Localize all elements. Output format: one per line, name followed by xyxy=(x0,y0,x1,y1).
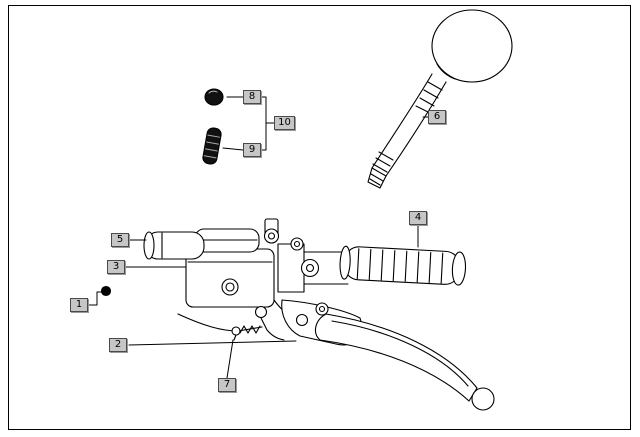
callout-2: 2 xyxy=(109,338,127,352)
callout-7: 7 xyxy=(218,378,236,392)
callout-8: 8 xyxy=(243,90,261,104)
callout-6: 6 xyxy=(428,110,446,124)
callout-10: 10 xyxy=(274,116,295,130)
handlebar-tube xyxy=(303,251,349,285)
callout-1: 1 xyxy=(70,298,88,312)
handlebar-grip xyxy=(339,245,467,286)
leader-lines xyxy=(87,96,429,379)
bar-clamp xyxy=(277,237,320,293)
callout-4: 4 xyxy=(409,211,427,225)
rubber-grommet xyxy=(204,88,224,106)
rear-view-mirror xyxy=(367,9,513,189)
callout-9: 9 xyxy=(243,143,261,157)
pin-dot xyxy=(100,285,112,297)
lever-holder xyxy=(143,231,205,260)
adjuster-rod xyxy=(177,313,263,341)
callout-3: 3 xyxy=(107,260,125,274)
brake-lever xyxy=(314,313,495,411)
screw-spring xyxy=(202,127,222,165)
master-cylinder xyxy=(185,218,280,308)
callout-5: 5 xyxy=(111,233,129,247)
